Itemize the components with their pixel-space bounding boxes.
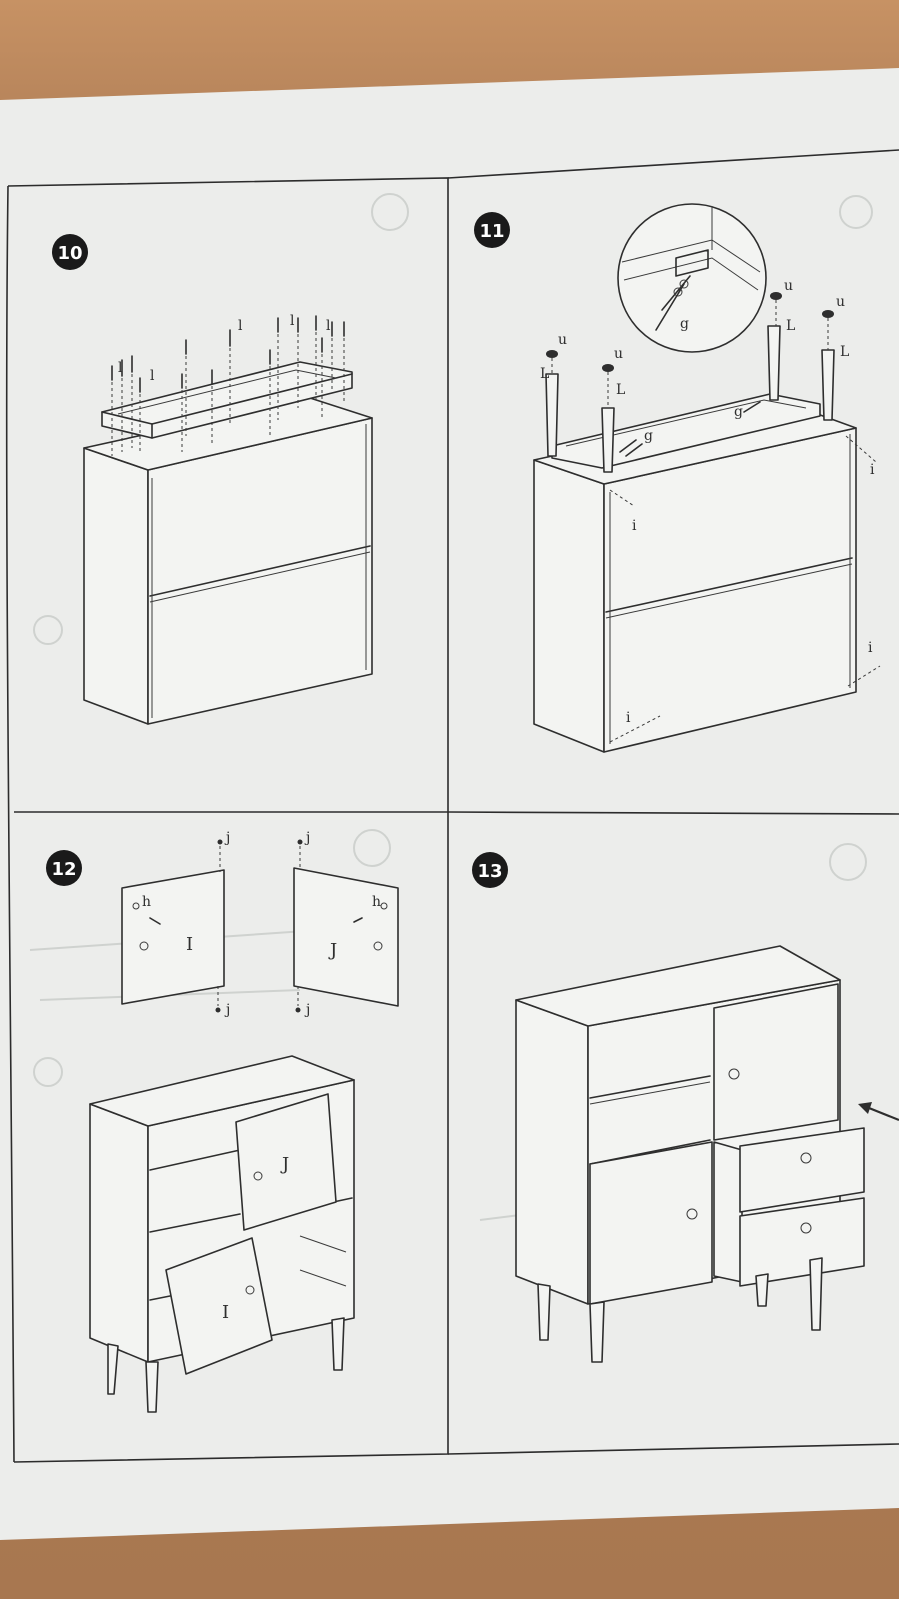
step-10-badge: 10 xyxy=(52,234,88,270)
step-12-cabinet-illustration: J I xyxy=(89,1055,355,1413)
svg-text:I: I xyxy=(222,1302,229,1323)
svg-text:h: h xyxy=(372,894,381,910)
svg-text:l: l xyxy=(326,318,331,334)
svg-text:i: i xyxy=(632,518,637,534)
svg-text:l: l xyxy=(150,368,155,384)
step-11-panel: 11 g xyxy=(474,203,881,753)
svg-text:j: j xyxy=(224,830,230,846)
step-10-cabinet-illustration: l l l l l xyxy=(83,313,373,725)
screw-set-l: l l l l l xyxy=(111,313,345,456)
svg-text:u: u xyxy=(558,332,567,348)
svg-text:u: u xyxy=(836,294,845,310)
step-13-panel: 13 xyxy=(472,852,899,1363)
svg-text:l: l xyxy=(290,313,295,329)
svg-text:j: j xyxy=(304,1002,310,1018)
step-11-detail-callout: g xyxy=(617,203,767,353)
step-13-finished-cabinet xyxy=(515,945,899,1363)
svg-text:i: i xyxy=(626,710,631,726)
step-13-badge: 13 xyxy=(472,852,508,888)
door-panel-J: h J j j xyxy=(293,830,399,1018)
step-12-badge: 12 xyxy=(46,850,82,886)
svg-text:12: 12 xyxy=(51,859,76,880)
svg-text:l: l xyxy=(118,360,123,376)
svg-text:13: 13 xyxy=(477,861,502,882)
step-12-panel: 12 h I j j h J j j xyxy=(46,830,399,1413)
svg-text:g: g xyxy=(680,316,689,332)
svg-text:h: h xyxy=(142,894,151,910)
svg-text:u: u xyxy=(784,278,793,294)
svg-text:10: 10 xyxy=(57,243,82,264)
step-11-cabinet-illustration: u u u u L L L L g g i i i i xyxy=(533,278,881,753)
svg-text:l: l xyxy=(238,318,243,334)
svg-text:L: L xyxy=(540,366,549,382)
svg-text:j: j xyxy=(224,1002,230,1018)
svg-text:L: L xyxy=(786,318,795,334)
svg-text:i: i xyxy=(868,640,873,656)
svg-text:i: i xyxy=(870,462,875,478)
svg-text:u: u xyxy=(614,346,623,362)
svg-text:L: L xyxy=(616,382,625,398)
panel-grid xyxy=(5,149,899,1463)
step-10-panel: 10 l l l l xyxy=(52,234,373,725)
svg-text:j: j xyxy=(304,830,310,846)
svg-text:11: 11 xyxy=(479,221,504,242)
svg-text:g: g xyxy=(644,428,653,444)
step-11-badge: 11 xyxy=(474,212,510,248)
svg-text:J: J xyxy=(328,940,337,961)
svg-text:I: I xyxy=(186,934,193,955)
svg-text:J: J xyxy=(280,1154,289,1175)
door-panel-I: h I j j xyxy=(121,830,230,1018)
svg-text:g: g xyxy=(734,404,743,420)
svg-text:L: L xyxy=(840,344,849,360)
